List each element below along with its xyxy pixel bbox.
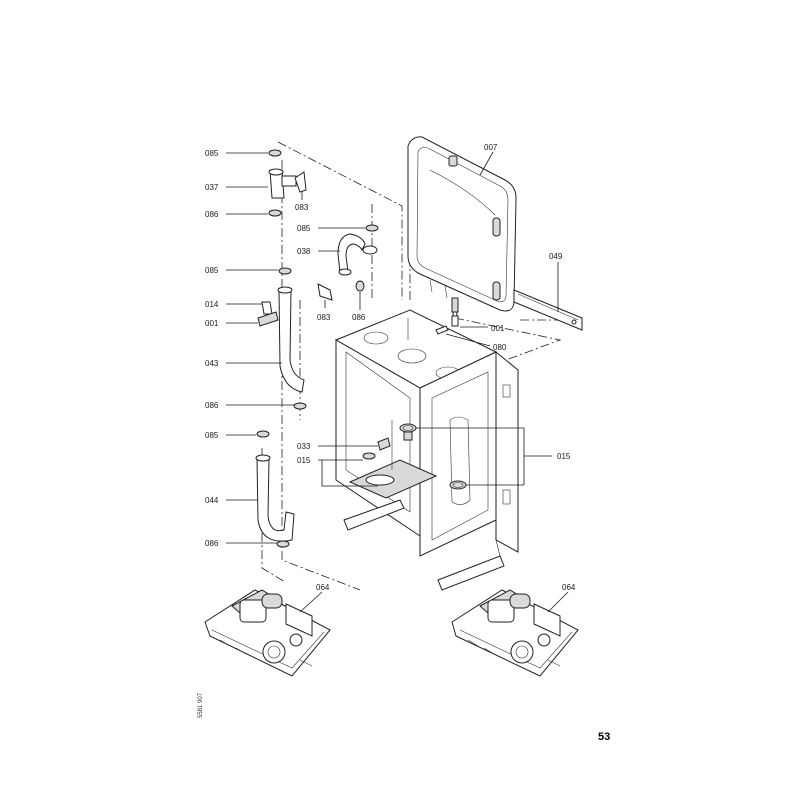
label-037: 037 [205,183,219,192]
label-086: 086 [205,539,219,548]
label-043: 043 [205,359,219,368]
label-044: 044 [205,496,219,505]
leader-lines [226,151,569,613]
label-083: 083 [317,313,331,322]
label-014: 014 [205,300,219,309]
pipe-assembly-043 [257,267,307,410]
label-085: 085 [297,224,311,233]
label-085: 085 [205,266,219,275]
pipe-assembly-037 [268,149,307,217]
expansion-vessel [407,136,517,327]
page-number: 53 [598,731,610,743]
label-001: 001 [491,324,505,333]
document-reference: 5581 907 [198,692,204,718]
hydraulic-unit-right [451,589,579,677]
label-015: 015 [557,452,571,461]
hydraulic-unit-left [204,589,331,677]
label-086: 086 [205,401,219,410]
label-085: 085 [205,431,219,440]
label-083: 083 [295,203,309,212]
label-038: 038 [297,247,311,256]
label-064: 064 [316,583,330,592]
label-085: 085 [205,149,219,158]
label-080: 080 [493,343,507,352]
label-015: 015 [297,456,311,465]
label-007: 007 [484,143,498,152]
part-labels: 085 037 083 086 085 038 083 086 085 014 … [205,143,576,592]
connector-fitting [362,423,467,490]
label-033: 033 [297,442,311,451]
label-001: 001 [205,319,219,328]
pipe-assembly-038 [317,224,379,301]
label-086: 086 [205,210,219,219]
mounting-bracket [513,289,583,331]
casing-frame [334,309,519,591]
pipe-assembly-044 [255,430,295,548]
label-086: 086 [352,313,366,322]
label-064: 064 [562,583,576,592]
label-049: 049 [549,252,563,261]
